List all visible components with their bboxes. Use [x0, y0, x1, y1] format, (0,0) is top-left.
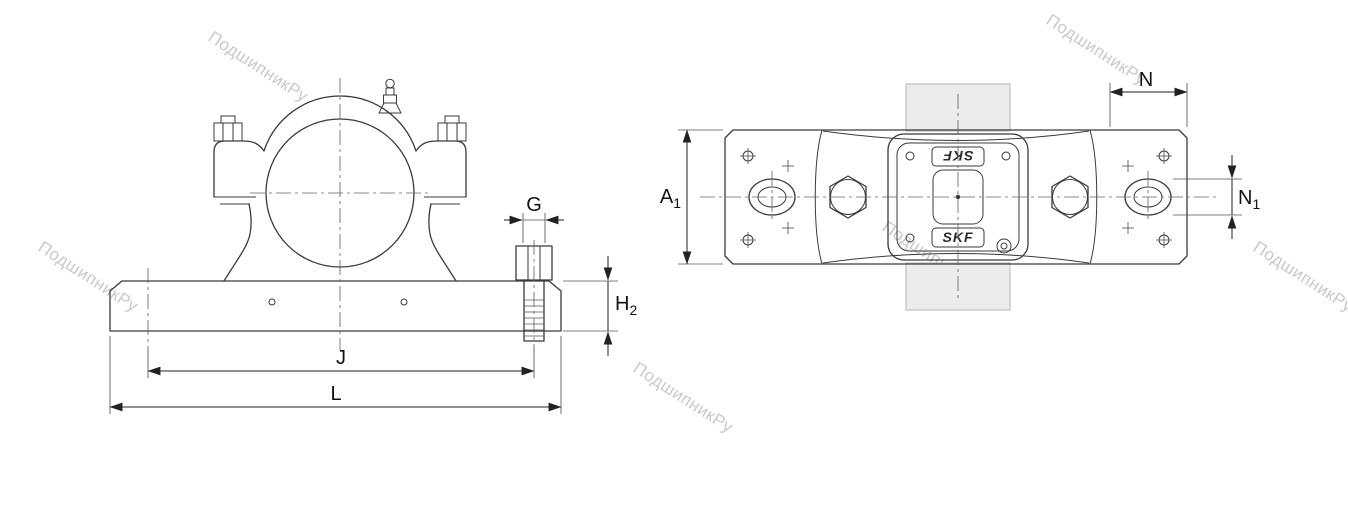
dim-label-l: L [330, 383, 341, 405]
cap-bolt-hole [905, 151, 915, 161]
dim-label-n1: N1 [1238, 187, 1260, 212]
cap-outline [213, 95, 467, 198]
base-plate [109, 280, 562, 332]
dimension-n: N [1109, 69, 1188, 127]
grease-nipple-plan [996, 238, 1012, 254]
dimension-a1: A1 [660, 129, 723, 265]
cap-bolt-left [213, 115, 243, 142]
front-view [109, 78, 562, 350]
cap-bolt-hole [1001, 151, 1011, 161]
dimension-g: G [504, 194, 564, 243]
foot-corner-holes [740, 148, 1172, 248]
split-ledges [214, 196, 466, 205]
dim-label-n: N [1139, 69, 1153, 91]
plan-centerlines [700, 94, 1216, 300]
dim-label-g: G [526, 194, 542, 216]
dim-label-h2: H2 [615, 293, 637, 318]
front-centerlines [147, 78, 535, 350]
skf-logo-bottom: SKF [943, 229, 974, 245]
dim-label-a1: A1 [660, 186, 681, 211]
body-contour-left [223, 203, 252, 282]
cap-bolt-hole [905, 233, 915, 243]
dim-label-j: J [336, 347, 346, 369]
dimension-h2: H2 [563, 256, 637, 356]
base-detail-holes [268, 298, 408, 306]
dimensions: G H2 J L [109, 69, 1260, 414]
plan-view: SKF SKF [700, 83, 1216, 311]
foot-center-marks [782, 160, 1134, 234]
body-contour-right [428, 203, 457, 282]
dimension-j: J [147, 346, 535, 378]
cap-bolt-right [437, 115, 467, 142]
grease-nipple [378, 78, 402, 114]
dimension-l: L [109, 336, 562, 414]
plan-housing-outline [724, 129, 1188, 265]
center-mark [955, 194, 961, 200]
dimension-n1: N1 [1173, 155, 1260, 239]
